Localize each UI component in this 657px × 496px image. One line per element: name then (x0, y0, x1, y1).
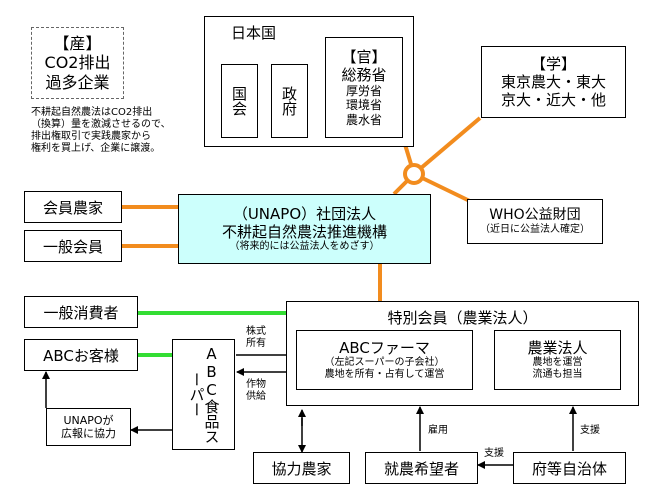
local-gov-box: 府等自治体 (513, 452, 626, 484)
diet-box: 国会 (221, 64, 258, 138)
academia-box: 【学】 東京農大・東大 京大・近大・他 (481, 46, 626, 118)
general-member-box: 一般会員 (24, 230, 122, 262)
supermarket-box: ABC食品スーパー (172, 339, 235, 450)
coop-farmer-box: 協力農家 (253, 452, 350, 484)
wire-academia-hub (412, 116, 482, 176)
gov-title: 【官】 (341, 47, 387, 66)
japan-box: 日本国 国会 政府 【官】 総務省 厚労省 環境省 農水省 (204, 16, 414, 147)
industry-box: 【産】 CO2排出 過多企業 (31, 27, 124, 99)
employ-label: 雇用 (428, 425, 448, 436)
hub-junction (403, 163, 425, 185)
abc-customer-box: ABCお客様 (24, 339, 138, 371)
member-farmer-box: 会員農家 (24, 191, 122, 223)
who-box: WHO公益財団 （近日に公益法人確定） (467, 199, 603, 244)
unapo-pr-box: UNAPOが 広報に協力 (46, 408, 131, 446)
abc-farmer-box: ABCファーマ （左記スーパーの子会社） 農地を所有・占有して運営 (296, 330, 473, 390)
job-seeker-box: 就農希望者 (365, 452, 478, 484)
special-member-title: 特別会員（農業法人） (387, 309, 538, 327)
support-jobseeker-label: 支援 (484, 448, 504, 459)
industry-line2: 過多企業 (45, 72, 110, 92)
agri-corp-box: 農業法人 農地を運営 流通も担当 (494, 330, 621, 390)
gov-main: 総務省 (341, 65, 387, 84)
stock-label: 株式 所有 (246, 326, 266, 349)
japan-title: 日本国 (231, 24, 277, 42)
industry-line1: CO2排出 (44, 53, 111, 73)
unapo-box: （UNAPO）社団法人 不耕起自然農法推進機構 （将来的には公益法人をめざす） (178, 194, 431, 264)
general-consumer-box: 一般消費者 (24, 296, 138, 328)
industry-note: 不耕起自然農法はCO2排出 （換算）量を激減させるので、 排出権取引で実践農家か… (31, 107, 171, 154)
cabinet-box: 政府 (271, 64, 308, 138)
special-member-box: 特別会員（農業法人） ABCファーマ （左記スーパーの子会社） 農地を所有・占有… (286, 301, 639, 406)
crop-label: 作物 供給 (246, 379, 266, 402)
government-box: 【官】 総務省 厚労省 環境省 農水省 (325, 37, 403, 138)
support-special-label: 支援 (580, 425, 600, 436)
industry-title: 【産】 (53, 34, 102, 54)
